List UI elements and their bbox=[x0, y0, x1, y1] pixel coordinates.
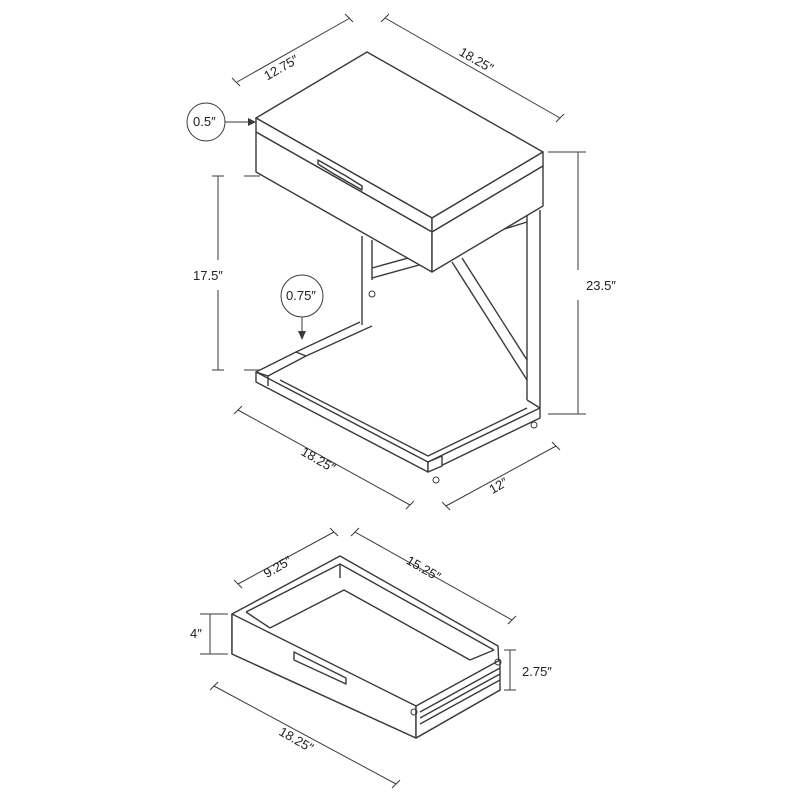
dim-drawer-height: 4″ bbox=[190, 613, 228, 655]
dim-drawer-inner-height: 2.75″ bbox=[504, 649, 552, 691]
label-drawer-width: 15.25″ bbox=[404, 553, 444, 585]
dim-top-thickness: 0.5″ bbox=[186, 102, 256, 142]
label-base-depth: 12″ bbox=[486, 474, 510, 497]
side-table-drawing: 12.75″ 18.25″ 0.5″ 17.5″ 0.75″ bbox=[186, 13, 616, 511]
table-frame bbox=[255, 210, 541, 484]
drawer-front-handle-icon bbox=[293, 651, 347, 685]
label-top-depth: 12.75″ bbox=[261, 52, 301, 84]
drawer-handle-icon bbox=[317, 159, 363, 191]
dim-base-width: 18.25″ bbox=[233, 405, 415, 510]
label-drawer-inner-height: 2.75″ bbox=[522, 664, 552, 679]
dim-base-depth: 12″ bbox=[441, 441, 561, 511]
dim-total-height: 23.5″ bbox=[548, 151, 616, 415]
dim-clearance-height: 17.5″ bbox=[193, 175, 260, 371]
label-top-thickness: 0.5″ bbox=[193, 114, 216, 129]
label-frame-thickness: 0.75″ bbox=[286, 288, 316, 303]
label-top-width: 18.25″ bbox=[457, 44, 497, 76]
label-drawer-outer-width: 18.25″ bbox=[276, 724, 316, 756]
label-base-width: 18.25″ bbox=[298, 444, 338, 476]
label-clearance-height: 17.5″ bbox=[193, 268, 223, 283]
dim-frame-thickness: 0.75″ bbox=[280, 274, 324, 340]
table-top bbox=[255, 51, 544, 273]
label-total-height: 23.5″ bbox=[586, 278, 616, 293]
drawer-box bbox=[231, 555, 502, 739]
drawer-drawing: 9.25″ 15.25″ 4″ 2.75″ 18.25″ bbox=[190, 527, 552, 789]
label-drawer-depth: 9.25″ bbox=[261, 553, 295, 581]
label-drawer-height: 4″ bbox=[190, 626, 202, 641]
